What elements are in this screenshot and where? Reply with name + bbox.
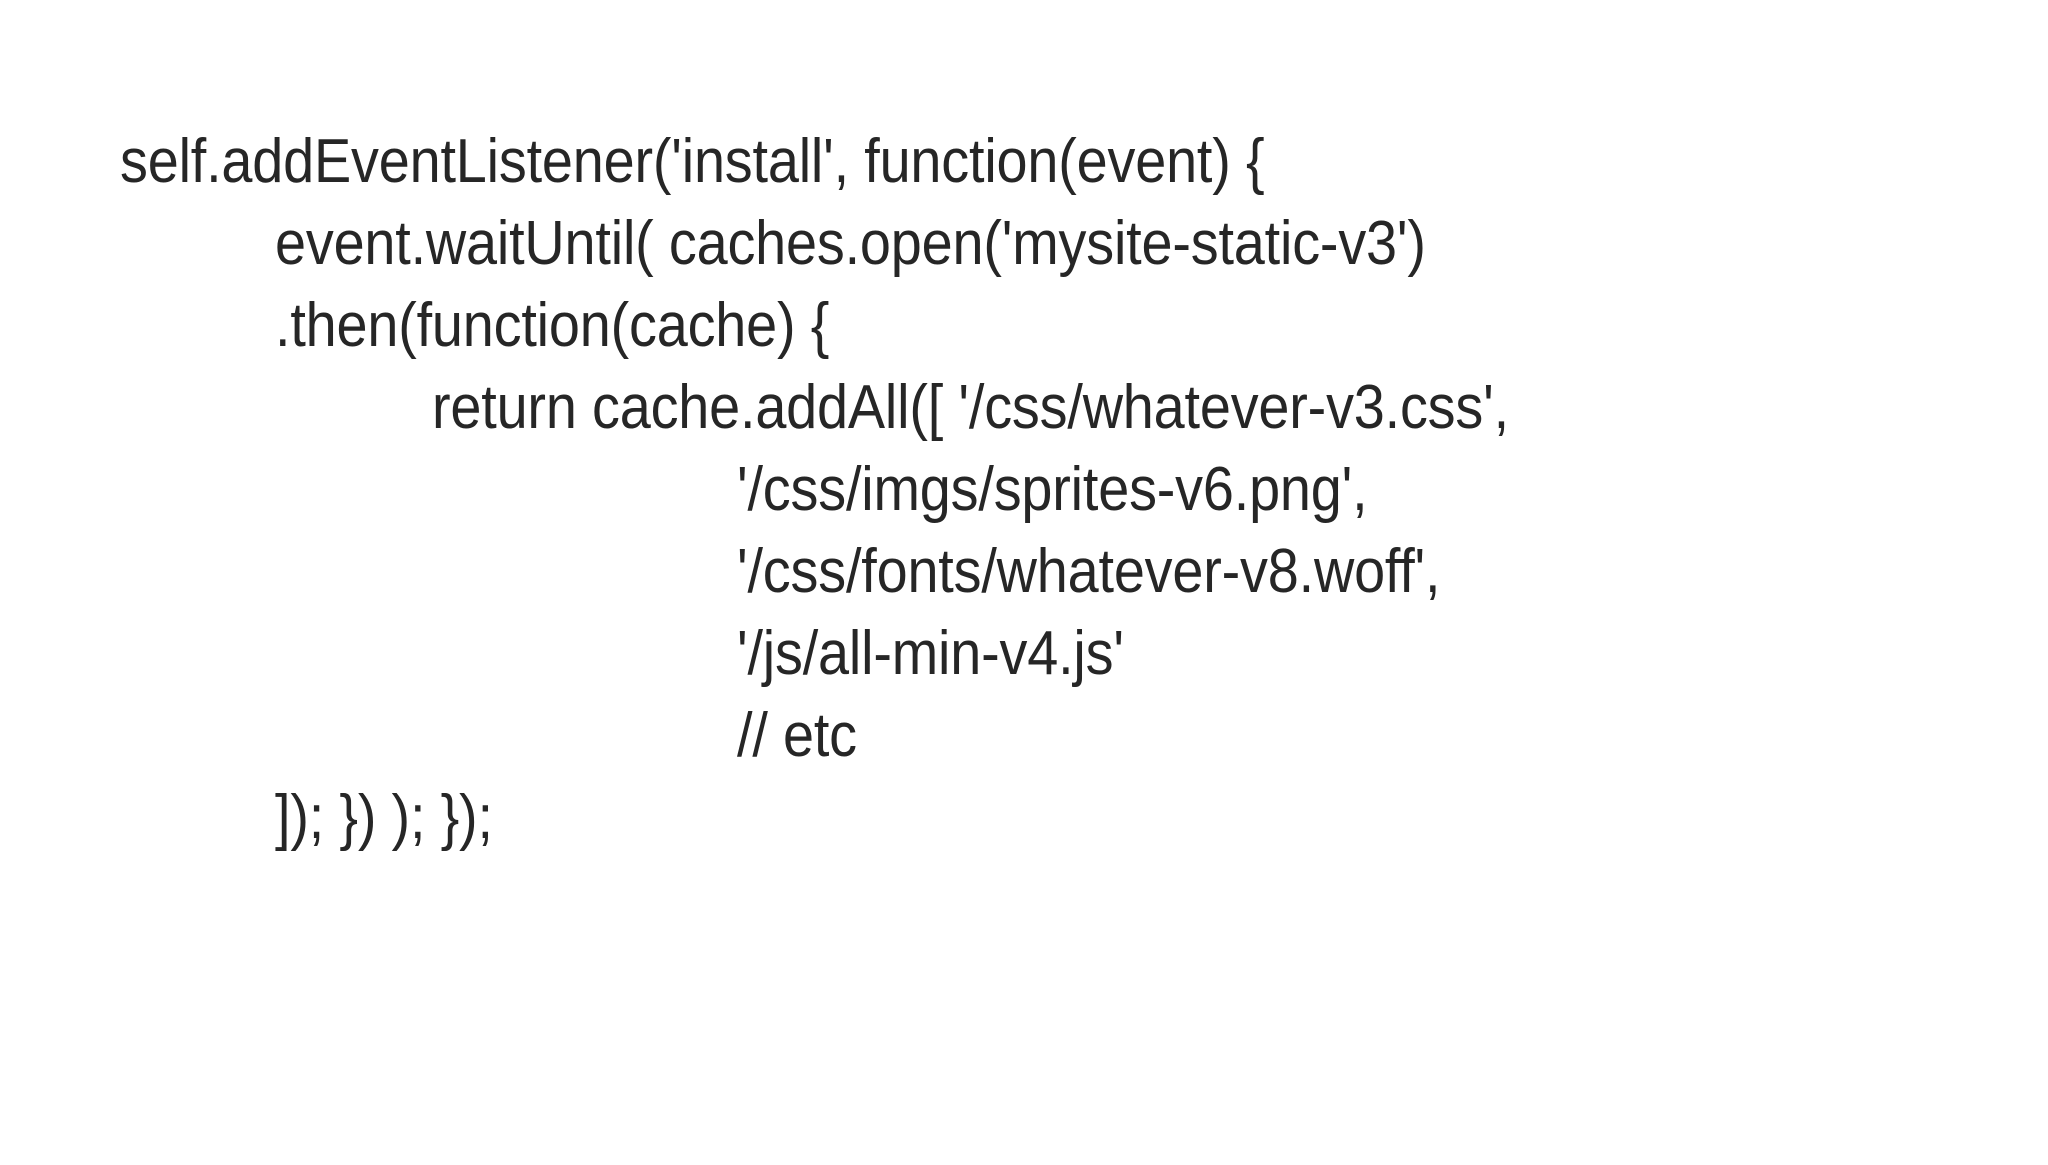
code-line: ]); }) ); });	[275, 783, 493, 852]
code-line: return cache.addAll([ '/css/whatever-v3.…	[432, 373, 1509, 442]
code-line: '/css/imgs/sprites-v6.png',	[737, 455, 1368, 524]
code-line: // etc	[737, 701, 857, 770]
code-line: .then(function(cache) {	[275, 291, 830, 360]
code-block: self.addEventListener('install', functio…	[0, 13, 2048, 1165]
code-line: self.addEventListener('install', functio…	[120, 127, 1265, 196]
code-line: event.waitUntil( caches.open('mysite-sta…	[275, 209, 1426, 278]
code-line: '/css/fonts/whatever-v8.woff',	[737, 537, 1441, 606]
code-line: '/js/all-min-v4.js'	[737, 619, 1124, 688]
